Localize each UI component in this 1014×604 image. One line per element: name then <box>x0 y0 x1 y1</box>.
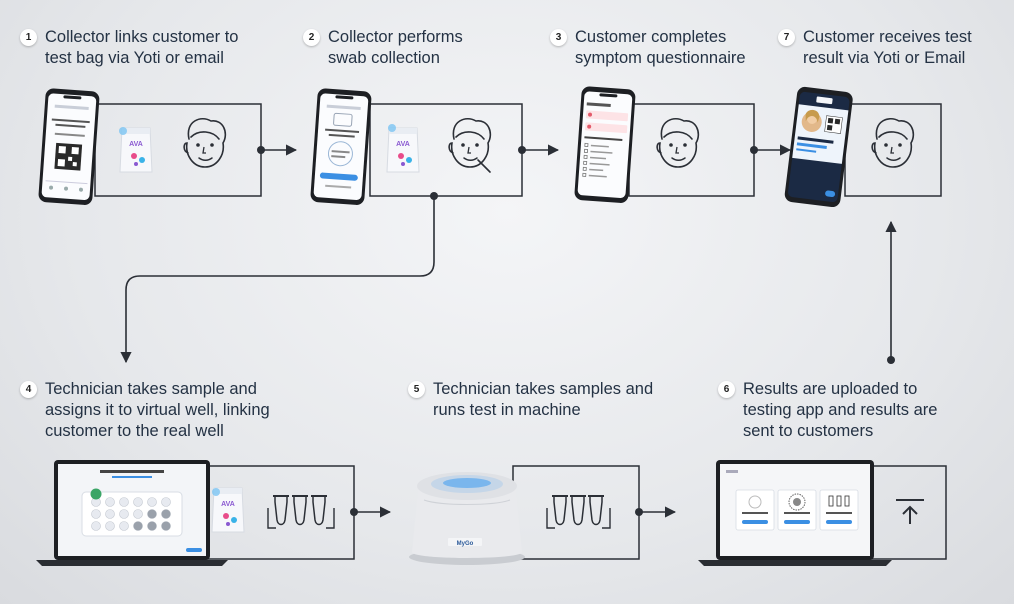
swab-icon <box>477 159 491 173</box>
step-5: 5 Technician takes samples and runs test… <box>408 379 653 421</box>
laptop-icon <box>698 460 892 566</box>
step-4: 4 Technician takes sample and assigns it… <box>20 379 270 442</box>
step-badge: 5 <box>408 381 425 398</box>
step-1: 1 Collector links customer to test bag v… <box>20 27 238 69</box>
step-3-frame <box>628 103 755 197</box>
step-label: Technician takes samples and runs test i… <box>433 380 654 419</box>
step-7: 7 Customer receives test result via Yoti… <box>778 27 972 69</box>
test-bag-icon <box>119 127 153 173</box>
step-7-frame <box>844 103 942 197</box>
arrow-2-4 <box>120 196 435 364</box>
step-3: 3 Customer completes symptom questionnai… <box>550 27 746 69</box>
step-label: Collector links customer to test bag via… <box>45 28 239 67</box>
pcr-machine-icon: MyGo <box>409 472 525 565</box>
step-badge: 1 <box>20 29 37 46</box>
step-6: 6 Results are uploaded to testing app an… <box>718 379 937 442</box>
step-badge: 6 <box>718 381 735 398</box>
face-icon <box>871 117 915 168</box>
step-badge: 2 <box>303 29 320 46</box>
test-tubes-icon <box>267 495 335 529</box>
face-icon <box>448 117 492 168</box>
upload-icon <box>896 499 924 524</box>
step-badge: 4 <box>20 381 37 398</box>
face-icon <box>183 117 227 168</box>
step-badge: 3 <box>550 29 567 46</box>
step-5-frame <box>512 465 640 560</box>
step-6-frame <box>869 465 947 560</box>
test-bag-icon <box>386 127 420 173</box>
laptop-icon <box>36 460 228 566</box>
phone-icon <box>38 88 100 205</box>
test-tubes-icon <box>546 495 611 529</box>
step-label: Results are uploaded to testing app and … <box>743 380 938 440</box>
svg-text:MyGo: MyGo <box>457 541 474 547</box>
step-badge: 7 <box>778 29 795 46</box>
step-label: Customer completes symptom questionnaire <box>575 28 746 67</box>
step-label: Technician takes sample and assigns it t… <box>45 380 270 440</box>
phone-icon <box>784 86 853 208</box>
phone-icon <box>310 88 372 205</box>
face-icon <box>656 117 700 168</box>
phone-icon <box>574 86 636 203</box>
step-1-frame <box>94 103 262 197</box>
step-2: 2 Collector performs swab collection <box>303 27 463 69</box>
step-label: Collector performs swab collection <box>328 28 463 67</box>
step-label: Customer receives test result via Yoti o… <box>803 28 972 67</box>
